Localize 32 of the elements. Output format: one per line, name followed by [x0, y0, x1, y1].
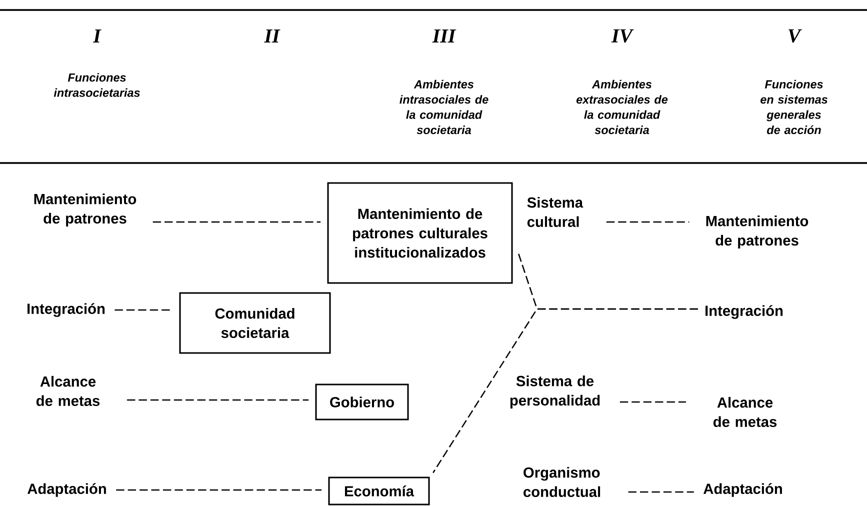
- dashed-connector: [606, 221, 690, 223]
- column-number: I: [92, 29, 102, 43]
- column-heading: Funciones intrasocietarias: [54, 73, 140, 97]
- dashed-connector: [116, 489, 322, 491]
- structure-box: Mantenimiento de patrones culturales institucionalizados: [327, 182, 513, 284]
- function-label: Alcance de metas: [36, 376, 100, 406]
- column-heading: Funciones en sistemas generales de acción: [760, 80, 828, 134]
- function-label: Mantenimiento de patrones: [706, 216, 808, 248]
- dashed-connector: [127, 399, 309, 401]
- column-number: II: [264, 29, 280, 43]
- column-number: V: [788, 29, 802, 43]
- column-heading: Ambientes intrasociales de la comunidad societaria: [400, 80, 488, 134]
- function-label: Integración: [28, 303, 105, 317]
- dashed-connector: [114, 309, 173, 311]
- column-number: III: [432, 29, 456, 43]
- column-heading: Ambientes extrasociales de la comunidad societaria: [576, 80, 668, 134]
- structure-box: Comunidad societaria: [179, 292, 331, 354]
- function-label: Organismo conductual: [524, 466, 600, 498]
- function-label: Adaptación: [704, 483, 782, 497]
- dashed-connector: [152, 221, 321, 223]
- dashed-connector: [432, 308, 698, 474]
- function-label: Integración: [706, 305, 783, 319]
- column-number: IV: [611, 29, 634, 43]
- function-label: Sistema cultural: [527, 196, 584, 228]
- structure-box: Economía: [328, 476, 430, 506]
- function-label: Mantenimiento de patrones: [34, 194, 136, 226]
- dashed-connector: [628, 491, 694, 493]
- function-label: Adaptación: [28, 483, 106, 497]
- function-label: Sistema de personalidad: [510, 376, 600, 408]
- function-label: Alcance de metas: [713, 396, 777, 428]
- dashed-connector: [620, 401, 686, 403]
- structure-box: Gobierno: [315, 384, 409, 420]
